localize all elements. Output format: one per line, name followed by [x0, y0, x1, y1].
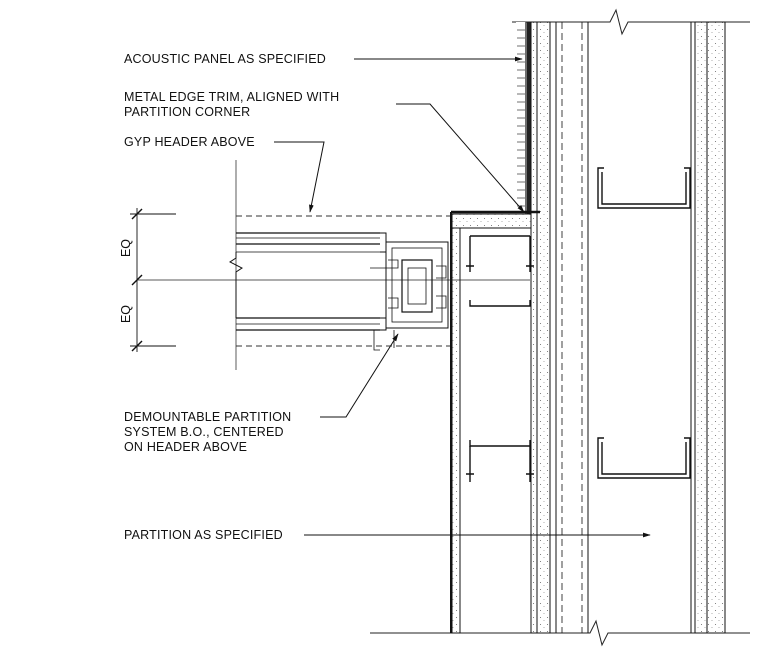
partition-cavity [555, 22, 692, 633]
leader-metal-trim [396, 103, 525, 213]
note-metal-edge-trim-line2: PARTITION CORNER [124, 105, 251, 119]
demountable-partition [229, 232, 449, 351]
note-demountable-line1: DEMOUNTABLE PARTITION [124, 410, 292, 424]
acoustic-panel [516, 22, 531, 214]
note-demountable-line3: ON HEADER ABOVE [124, 440, 248, 454]
return-wall [450, 210, 540, 634]
stud-lower [597, 437, 691, 479]
note-demountable-line2: SYSTEM B.O., CENTERED [124, 425, 284, 439]
leader-lines [274, 56, 651, 538]
note-partition: PARTITION AS SPECIFIED [124, 528, 283, 543]
note-demountable-partition: DEMOUNTABLE PARTITION SYSTEM B.O., CENTE… [124, 410, 291, 455]
eq-label-lower: EQ [119, 305, 133, 323]
eq-dimension [130, 208, 176, 352]
break-line-top [512, 8, 750, 36]
eq-label-upper: EQ [119, 239, 133, 257]
leader-demountable [320, 333, 399, 418]
note-acoustic-panel: ACOUSTIC PANEL AS SPECIFIED [124, 52, 326, 67]
leader-gyp-header [274, 141, 325, 213]
return-wall-studs [466, 235, 534, 482]
note-acoustic-panel-text: ACOUSTIC PANEL AS SPECIFIED [124, 52, 326, 66]
note-gyp-header-text: GYP HEADER ABOVE [124, 135, 255, 149]
break-line-bottom [370, 619, 750, 647]
partition-gyp-layers [530, 21, 726, 634]
note-gyp-header: GYP HEADER ABOVE [124, 135, 255, 150]
stud-upper [597, 167, 691, 209]
note-partition-text: PARTITION AS SPECIFIED [124, 528, 283, 542]
note-metal-edge-trim-line1: METAL EDGE TRIM, ALIGNED WITH [124, 90, 340, 104]
gyp-header-outline [236, 215, 450, 347]
note-metal-edge-trim: METAL EDGE TRIM, ALIGNED WITH PARTITION … [124, 90, 339, 120]
